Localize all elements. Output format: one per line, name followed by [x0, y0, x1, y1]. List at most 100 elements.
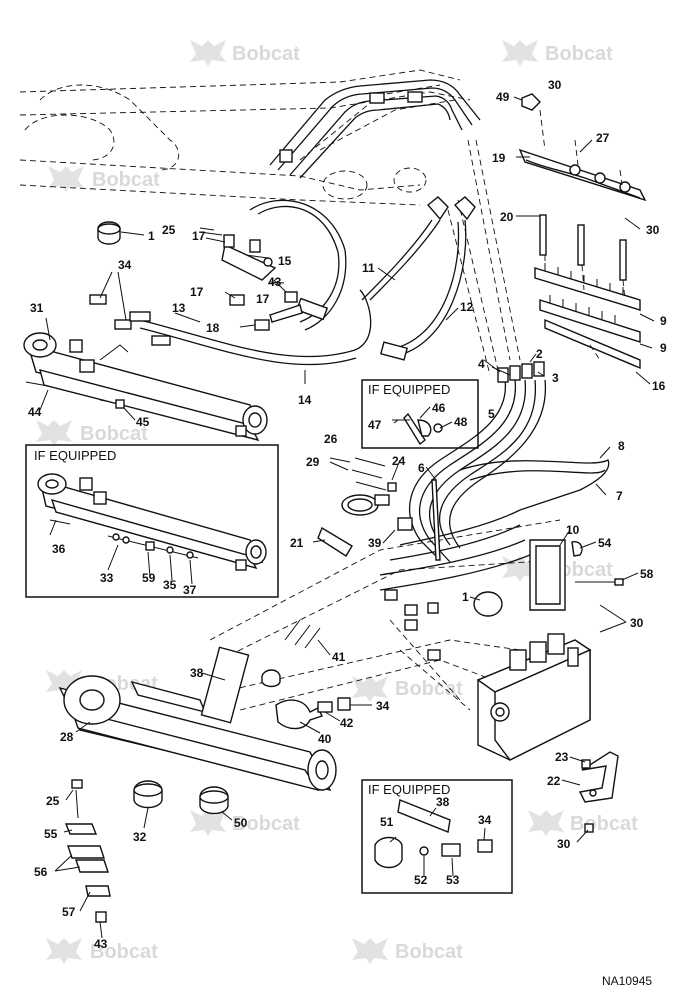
callout-42: 42	[340, 716, 354, 730]
bracket-6	[431, 479, 441, 561]
callout-38: 38	[436, 795, 450, 809]
control-valve	[384, 589, 592, 761]
bobcat-logo-icon	[190, 40, 226, 66]
clamp-1b	[473, 591, 503, 617]
nut-45	[115, 399, 125, 409]
callout-35: 35	[163, 578, 177, 592]
hose-bundle-2-8	[379, 361, 624, 611]
callout-20: 20	[500, 210, 514, 224]
callout-47: 47	[368, 418, 382, 432]
callout-1: 1	[462, 590, 469, 604]
callout-7: 7	[616, 489, 623, 503]
hose-fitting	[295, 297, 329, 321]
callout-13: 13	[172, 301, 186, 315]
callout-4: 4	[478, 357, 485, 371]
callout-21: 21	[290, 536, 304, 550]
callout-39: 39	[368, 536, 382, 550]
if-equipped-label: IF EQUIPPED	[34, 448, 116, 463]
cylinder-28	[58, 619, 351, 792]
fittings-upper-left	[89, 221, 303, 346]
bobcat-logo-icon	[352, 676, 388, 702]
hose-fitting	[379, 341, 409, 361]
watermark-text: Bobcat	[80, 423, 148, 445]
tube-clamp	[279, 149, 293, 163]
rod-20	[539, 214, 547, 256]
callout-30: 30	[548, 78, 562, 92]
callout-26: 26	[324, 432, 338, 446]
bobcat-logo-icon	[48, 166, 84, 192]
callout-18: 18	[206, 321, 220, 335]
bobcat-logo-icon	[502, 40, 538, 66]
watermark-text: Bobcat	[90, 941, 158, 963]
callout-27: 27	[596, 131, 610, 145]
callout-53: 53	[446, 873, 460, 887]
callout-9: 9	[660, 314, 667, 328]
callout-8: 8	[618, 439, 625, 453]
callout-43: 43	[268, 275, 282, 289]
callout-9: 9	[660, 341, 667, 355]
callout-25: 25	[162, 223, 176, 237]
strip-16	[544, 318, 641, 370]
callout-56: 56	[34, 865, 48, 879]
figure-code: NA10945	[602, 974, 652, 988]
callout-14: 14	[298, 393, 312, 407]
callout-3: 3	[552, 371, 559, 385]
callout-40: 40	[318, 732, 332, 746]
callout-28: 28	[60, 730, 74, 744]
callout-17: 17	[256, 292, 270, 306]
callout-23: 23	[555, 750, 569, 764]
mount-38	[397, 799, 451, 833]
callout-46: 46	[432, 401, 446, 415]
lift-arm-phantom	[19, 69, 471, 206]
callout-32: 32	[133, 830, 147, 844]
callout-30: 30	[630, 616, 644, 630]
callout-25: 25	[46, 794, 60, 808]
if-equipped-box-small: IF EQUIPPED	[361, 379, 479, 449]
hose-guide-assembly	[518, 93, 647, 370]
callout-51: 51	[380, 815, 394, 829]
hoses-upper-left	[139, 196, 476, 366]
callout-36: 36	[52, 542, 66, 556]
callout-57: 57	[62, 905, 76, 919]
callout-30: 30	[557, 837, 571, 851]
spacer-53	[441, 843, 461, 857]
fitting-21	[317, 526, 353, 557]
if-equipped-label: IF EQUIPPED	[368, 782, 450, 797]
watermark-logo-icons	[36, 40, 564, 964]
accumulator-40	[275, 699, 323, 730]
callout-49: 49	[496, 90, 510, 104]
hose-fitting	[426, 196, 449, 221]
fitting-49	[521, 93, 541, 111]
callout-22: 22	[547, 774, 561, 788]
hose-fitting	[453, 196, 476, 221]
callout-59: 59	[142, 571, 156, 585]
callout-41: 41	[332, 650, 346, 664]
bobcat-logo-icon	[190, 810, 226, 836]
bolt-24	[387, 482, 397, 492]
clamp-stack	[64, 779, 229, 923]
nut-30	[584, 823, 594, 833]
callout-2: 2	[536, 347, 543, 361]
leader-lines	[39, 96, 655, 939]
lift-arm-tubes	[269, 79, 481, 179]
callout-44: 44	[28, 405, 42, 419]
hose-comb-9	[534, 267, 641, 311]
callout-17: 17	[190, 285, 204, 299]
callout-52: 52	[414, 873, 428, 887]
fittings-center	[317, 457, 503, 617]
callout-31: 31	[30, 301, 44, 315]
bobcat-logo-icon	[46, 938, 82, 964]
callout-6: 6	[418, 461, 425, 475]
hose-end-4	[497, 367, 509, 383]
callout-15: 15	[278, 254, 292, 268]
if-equipped-box-bottom: IF EQUIPPED	[361, 779, 513, 894]
bracket-22	[578, 751, 619, 833]
bobcat-logo-icon	[36, 420, 72, 446]
mount-38	[200, 646, 250, 724]
callout-34: 34	[118, 258, 132, 272]
hose-comb-9b	[539, 299, 641, 343]
callout-12: 12	[460, 300, 474, 314]
callout-24: 24	[392, 454, 406, 468]
callout-10: 10	[566, 523, 580, 537]
